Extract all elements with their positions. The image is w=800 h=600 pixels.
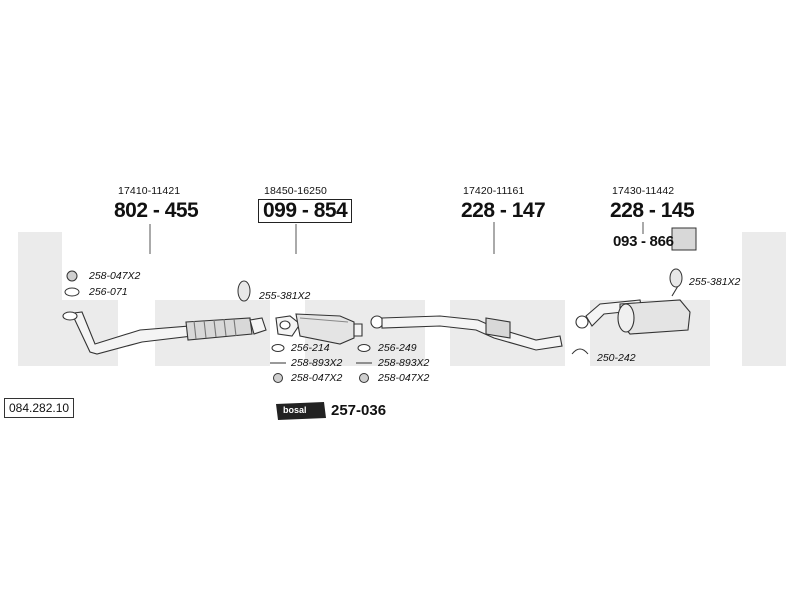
nut-icon-cat-front xyxy=(273,373,283,383)
mounting-kit-logo: bosal xyxy=(283,405,307,415)
ring-icon-cat-front xyxy=(271,344,285,352)
rear-clamp-label[interactable]: 255-381X2 xyxy=(689,276,741,288)
ring-icon-cat-rear xyxy=(357,344,371,352)
oe-number-4: 17430-11442 xyxy=(612,185,675,197)
cat-nut-rear-label[interactable]: 258-047X2 xyxy=(378,372,430,384)
bracket-part-number[interactable]: 093 - 866 xyxy=(613,233,674,250)
part-number-1[interactable]: 802 - 455 xyxy=(114,199,199,222)
rear-silencer xyxy=(575,285,691,335)
cat-nut-front-label[interactable]: 258-047X2 xyxy=(291,372,343,384)
catalytic-converter xyxy=(275,313,363,345)
cat-ring-front-label[interactable]: 256-214 xyxy=(291,342,330,354)
leader-lines xyxy=(149,222,644,254)
cat-ring-rear-label[interactable]: 256-249 xyxy=(378,342,417,354)
oe-number-2: 18450-16250 xyxy=(264,185,327,197)
mounting-kit-icon xyxy=(276,402,326,420)
front-gasket-label[interactable]: 258-047X2 xyxy=(89,270,141,282)
nut-icon-cat-rear xyxy=(359,373,369,383)
front-pipe xyxy=(62,311,267,355)
gasket-icon xyxy=(66,270,78,282)
cat-clamp-label[interactable]: 255-381X2 xyxy=(259,290,311,302)
part-number-4[interactable]: 228 - 145 xyxy=(610,199,695,222)
hardware-icons xyxy=(64,227,697,383)
clamp-icon-rear xyxy=(669,268,683,288)
oe-number-3: 17420-11161 xyxy=(463,185,525,197)
clamp-icon xyxy=(237,280,251,302)
cat-bolt-rear-label[interactable]: 258-893X2 xyxy=(378,357,430,369)
bracket-icon xyxy=(671,227,697,251)
diagram-reference: 084.282.10 xyxy=(4,398,75,418)
mounting-kit-part[interactable]: 257-036 xyxy=(331,402,387,419)
hanger-icon xyxy=(571,348,589,355)
oe-number-1: 17410-11421 xyxy=(118,185,181,197)
ring-icon xyxy=(64,287,80,297)
cat-bolt-front-label[interactable]: 258-893X2 xyxy=(291,357,343,369)
part-number-2[interactable]: 099 - 854 xyxy=(258,199,353,223)
front-ring-label[interactable]: 256-071 xyxy=(89,286,128,298)
centre-pipe xyxy=(370,315,563,351)
part-number-3[interactable]: 228 - 147 xyxy=(461,199,546,222)
rear-hanger-label[interactable]: 250-242 xyxy=(597,352,636,364)
